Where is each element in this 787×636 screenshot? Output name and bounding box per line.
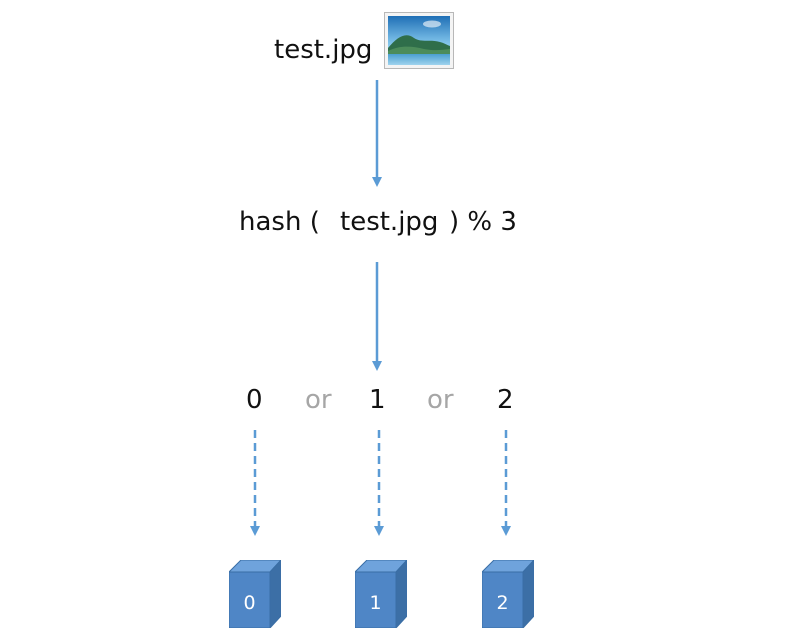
landscape-image-icon (384, 12, 454, 69)
result-option-1: 1 (369, 385, 386, 415)
server-label-1: 1 (369, 592, 382, 614)
file-name-label: test.jpg (274, 35, 373, 65)
hash-formula-argument: test.jpg (340, 207, 439, 237)
result-option-0: 0 (246, 385, 263, 415)
result-option-2: 2 (497, 385, 514, 415)
hash-formula-prefix: hash ( (239, 207, 320, 237)
server-label-0: 0 (243, 592, 256, 614)
hash-formula-suffix: ) % 3 (449, 207, 517, 237)
server-box-0: 0 (227, 558, 283, 630)
server-box-1: 1 (353, 558, 409, 630)
server-cube-icon (480, 558, 536, 630)
server-box-2: 2 (480, 558, 536, 630)
server-cube-icon (353, 558, 409, 630)
server-label-2: 2 (496, 592, 509, 614)
or-separator-2: or (427, 385, 454, 415)
or-separator-1: or (305, 385, 332, 415)
